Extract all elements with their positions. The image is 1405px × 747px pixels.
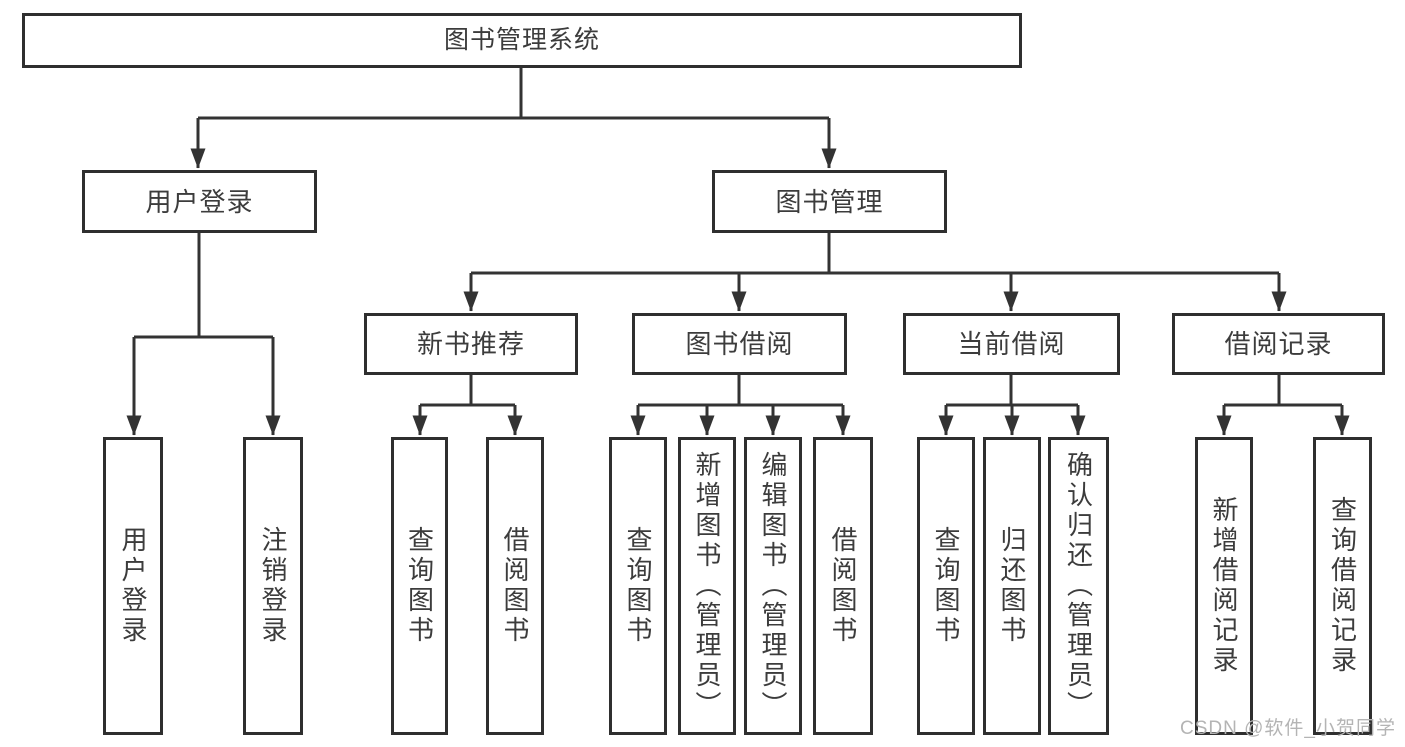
node-book-borrow: 图书借阅 xyxy=(632,313,847,375)
leaf-borrow-books-1: 借阅图书 xyxy=(486,437,544,735)
leaf-add-borrow-record: 新增借阅记录 xyxy=(1195,437,1253,735)
leaf-edit-book-admin: 编辑图书（管理员） xyxy=(744,437,802,735)
leaf-query-books-1: 查询图书 xyxy=(391,437,448,735)
node-user-login: 用户登录 xyxy=(82,170,317,233)
leaf-return-book: 归还图书 xyxy=(983,437,1041,735)
leaf-query-borrow-record: 查询借阅记录 xyxy=(1313,437,1372,735)
leaf-user-login: 用户登录 xyxy=(103,437,163,735)
leaf-add-book-admin: 新增图书（管理员） xyxy=(678,437,736,735)
leaf-query-books-3: 查询图书 xyxy=(917,437,975,735)
connector-rails xyxy=(134,68,1342,407)
node-root-system: 图书管理系统 xyxy=(22,13,1022,68)
leaf-logout: 注销登录 xyxy=(243,437,303,735)
node-book-management: 图书管理 xyxy=(712,170,947,233)
leaf-borrow-books-2: 借阅图书 xyxy=(813,437,873,735)
leaf-query-books-2: 查询图书 xyxy=(609,437,667,735)
node-current-borrow: 当前借阅 xyxy=(903,313,1120,375)
watermark-text: CSDN @软件_小贺同学 xyxy=(1180,718,1396,739)
leaf-confirm-return-admin: 确认归还（管理员） xyxy=(1048,437,1109,735)
node-new-book-recommend: 新书推荐 xyxy=(364,313,578,375)
node-borrow-records: 借阅记录 xyxy=(1172,313,1385,375)
